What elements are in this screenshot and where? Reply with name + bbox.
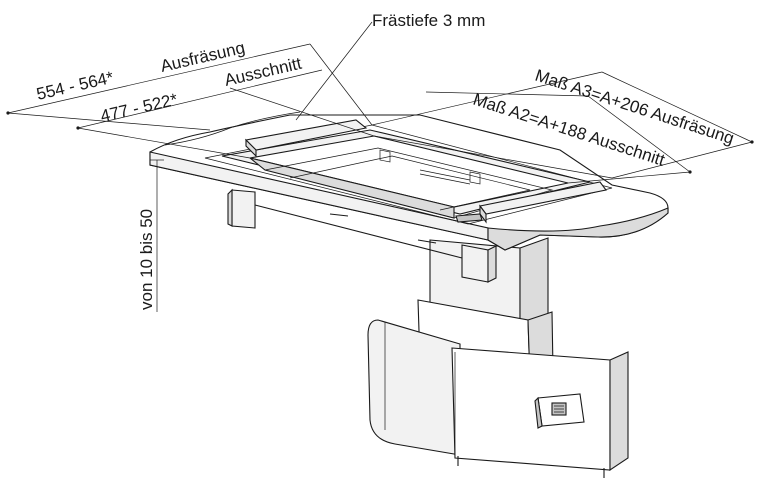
hob-frame	[204, 119, 613, 225]
label-milling-depth: Frästiefe 3 mm	[372, 11, 485, 30]
dimension-lines	[6, 21, 754, 312]
label-cutout-width: 477 - 522*	[99, 90, 180, 126]
label-milling-width: 554 - 564*	[35, 68, 116, 104]
under-frame	[227, 188, 497, 283]
appliance-body	[367, 237, 629, 478]
label-thickness: von 10 bis 50	[137, 209, 156, 310]
